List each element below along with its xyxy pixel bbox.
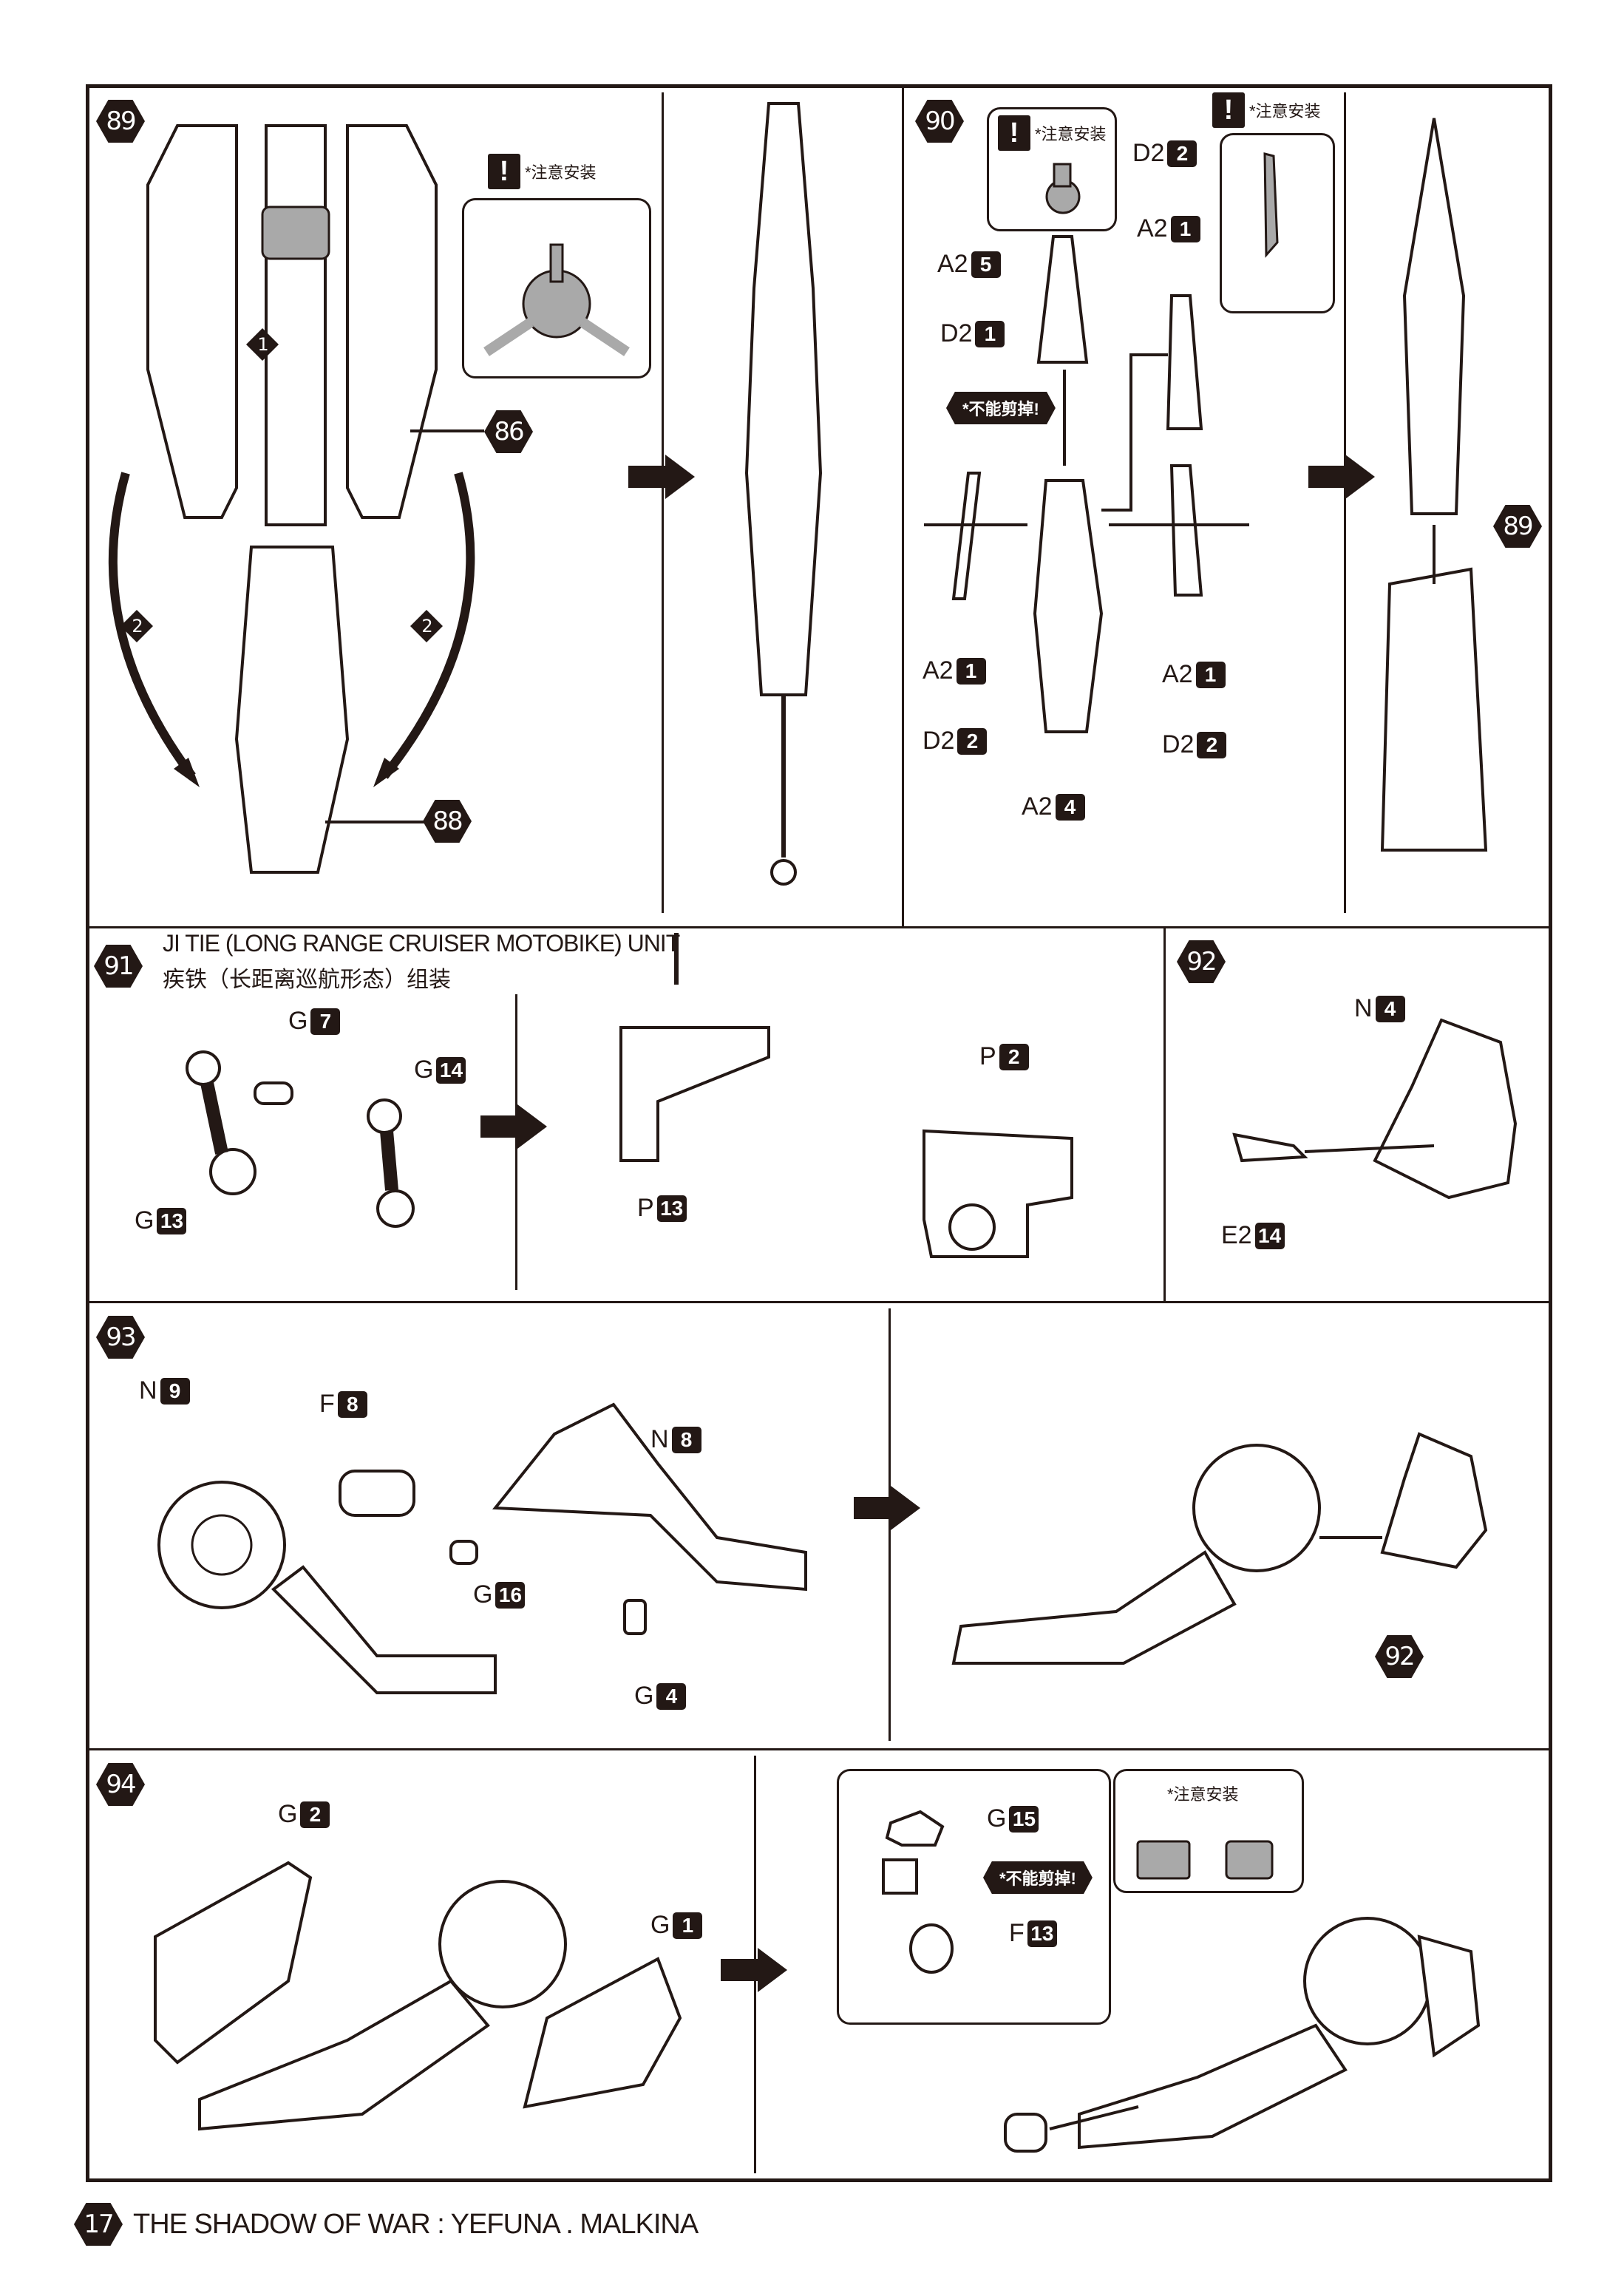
caution-box-orientation: *注意安装 <box>1113 1769 1304 1893</box>
frame-assembled-drawing <box>951 1432 1488 1665</box>
caution-box-right <box>1220 133 1335 313</box>
ref-step-86: 86 <box>484 410 533 453</box>
col-divider <box>1344 92 1346 913</box>
grey-collar <box>261 206 330 260</box>
next-arrow-icon <box>480 1104 547 1149</box>
right-blade-part <box>346 124 438 519</box>
step-number-89: 89 <box>96 100 145 143</box>
row-divider <box>86 926 1552 928</box>
next-arrow-icon <box>1308 455 1375 499</box>
left-blade-part <box>146 124 238 519</box>
col-divider <box>1163 926 1166 1302</box>
no-cut-badge: *不能剪掉! <box>983 1861 1093 1894</box>
next-arrow-icon <box>628 455 695 499</box>
no-cut-badge: *不能剪掉! <box>946 392 1056 424</box>
assembled-weapon-drawing <box>744 102 823 886</box>
col-divider <box>902 84 904 927</box>
caution-label-right: ! *注意安装 <box>1212 92 1321 128</box>
section-title-en: JI TIE (LONG RANGE CRUISER MOTOBIKE) UNI… <box>163 930 680 957</box>
caution-detail-box <box>462 198 651 378</box>
caution-label: ! *注意安装 <box>998 115 1107 151</box>
row-divider <box>86 1748 1552 1750</box>
page-footer: 17 THE SHADOW OF WAR : YEFUNA . MALKINA <box>74 2203 699 2246</box>
instruction-frame <box>86 84 1552 2182</box>
exclamation-icon: ! <box>488 154 520 189</box>
step-number-90: 90 <box>915 100 964 143</box>
caution-text: *注意安装 <box>1035 125 1107 143</box>
next-arrow-icon <box>721 1948 787 1992</box>
exclamation-icon: ! <box>1212 92 1245 128</box>
col-divider <box>889 1308 891 1741</box>
linkage-parts-drawing <box>186 1050 415 1228</box>
chassis-assembled-drawing <box>1004 1917 1481 2153</box>
ref-step-92: 92 <box>1375 1635 1424 1678</box>
center-shaft <box>265 124 327 526</box>
caution-box-left: ! *注意安装 <box>987 107 1117 231</box>
lower-body-part <box>234 546 350 874</box>
section-title-cn: 疾铁（长距离巡航形态）组装 <box>163 968 451 992</box>
footer-title: THE SHADOW OF WAR : YEFUNA . MALKINA <box>133 2208 699 2240</box>
caution-text: *注意安装 <box>1167 1785 1239 1804</box>
blade-parts-drawing <box>924 235 1249 733</box>
caution-text: *注意安装 <box>525 163 597 182</box>
title-bar <box>674 933 679 985</box>
frame-parts-drawing <box>157 1402 807 1694</box>
weapon-assembly-drawing <box>108 124 484 874</box>
step-number-94: 94 <box>96 1763 145 1806</box>
chassis-parts-drawing <box>154 1861 682 2131</box>
exclamation-icon: ! <box>998 115 1030 151</box>
page-number: 17 <box>74 2203 123 2246</box>
col-divider <box>662 92 664 913</box>
col-divider <box>515 994 517 1290</box>
caution-text: *注意安装 <box>1249 102 1321 120</box>
side-panel-drawing <box>1232 1018 1518 1200</box>
ref-step-89: 89 <box>1493 505 1542 548</box>
blade-assembled-drawing <box>1380 118 1488 852</box>
next-arrow-icon <box>854 1486 920 1530</box>
bracket-assembly-drawing <box>619 1026 1073 1258</box>
caution-label: ! *注意安装 <box>488 154 597 189</box>
row-divider <box>86 1301 1552 1303</box>
